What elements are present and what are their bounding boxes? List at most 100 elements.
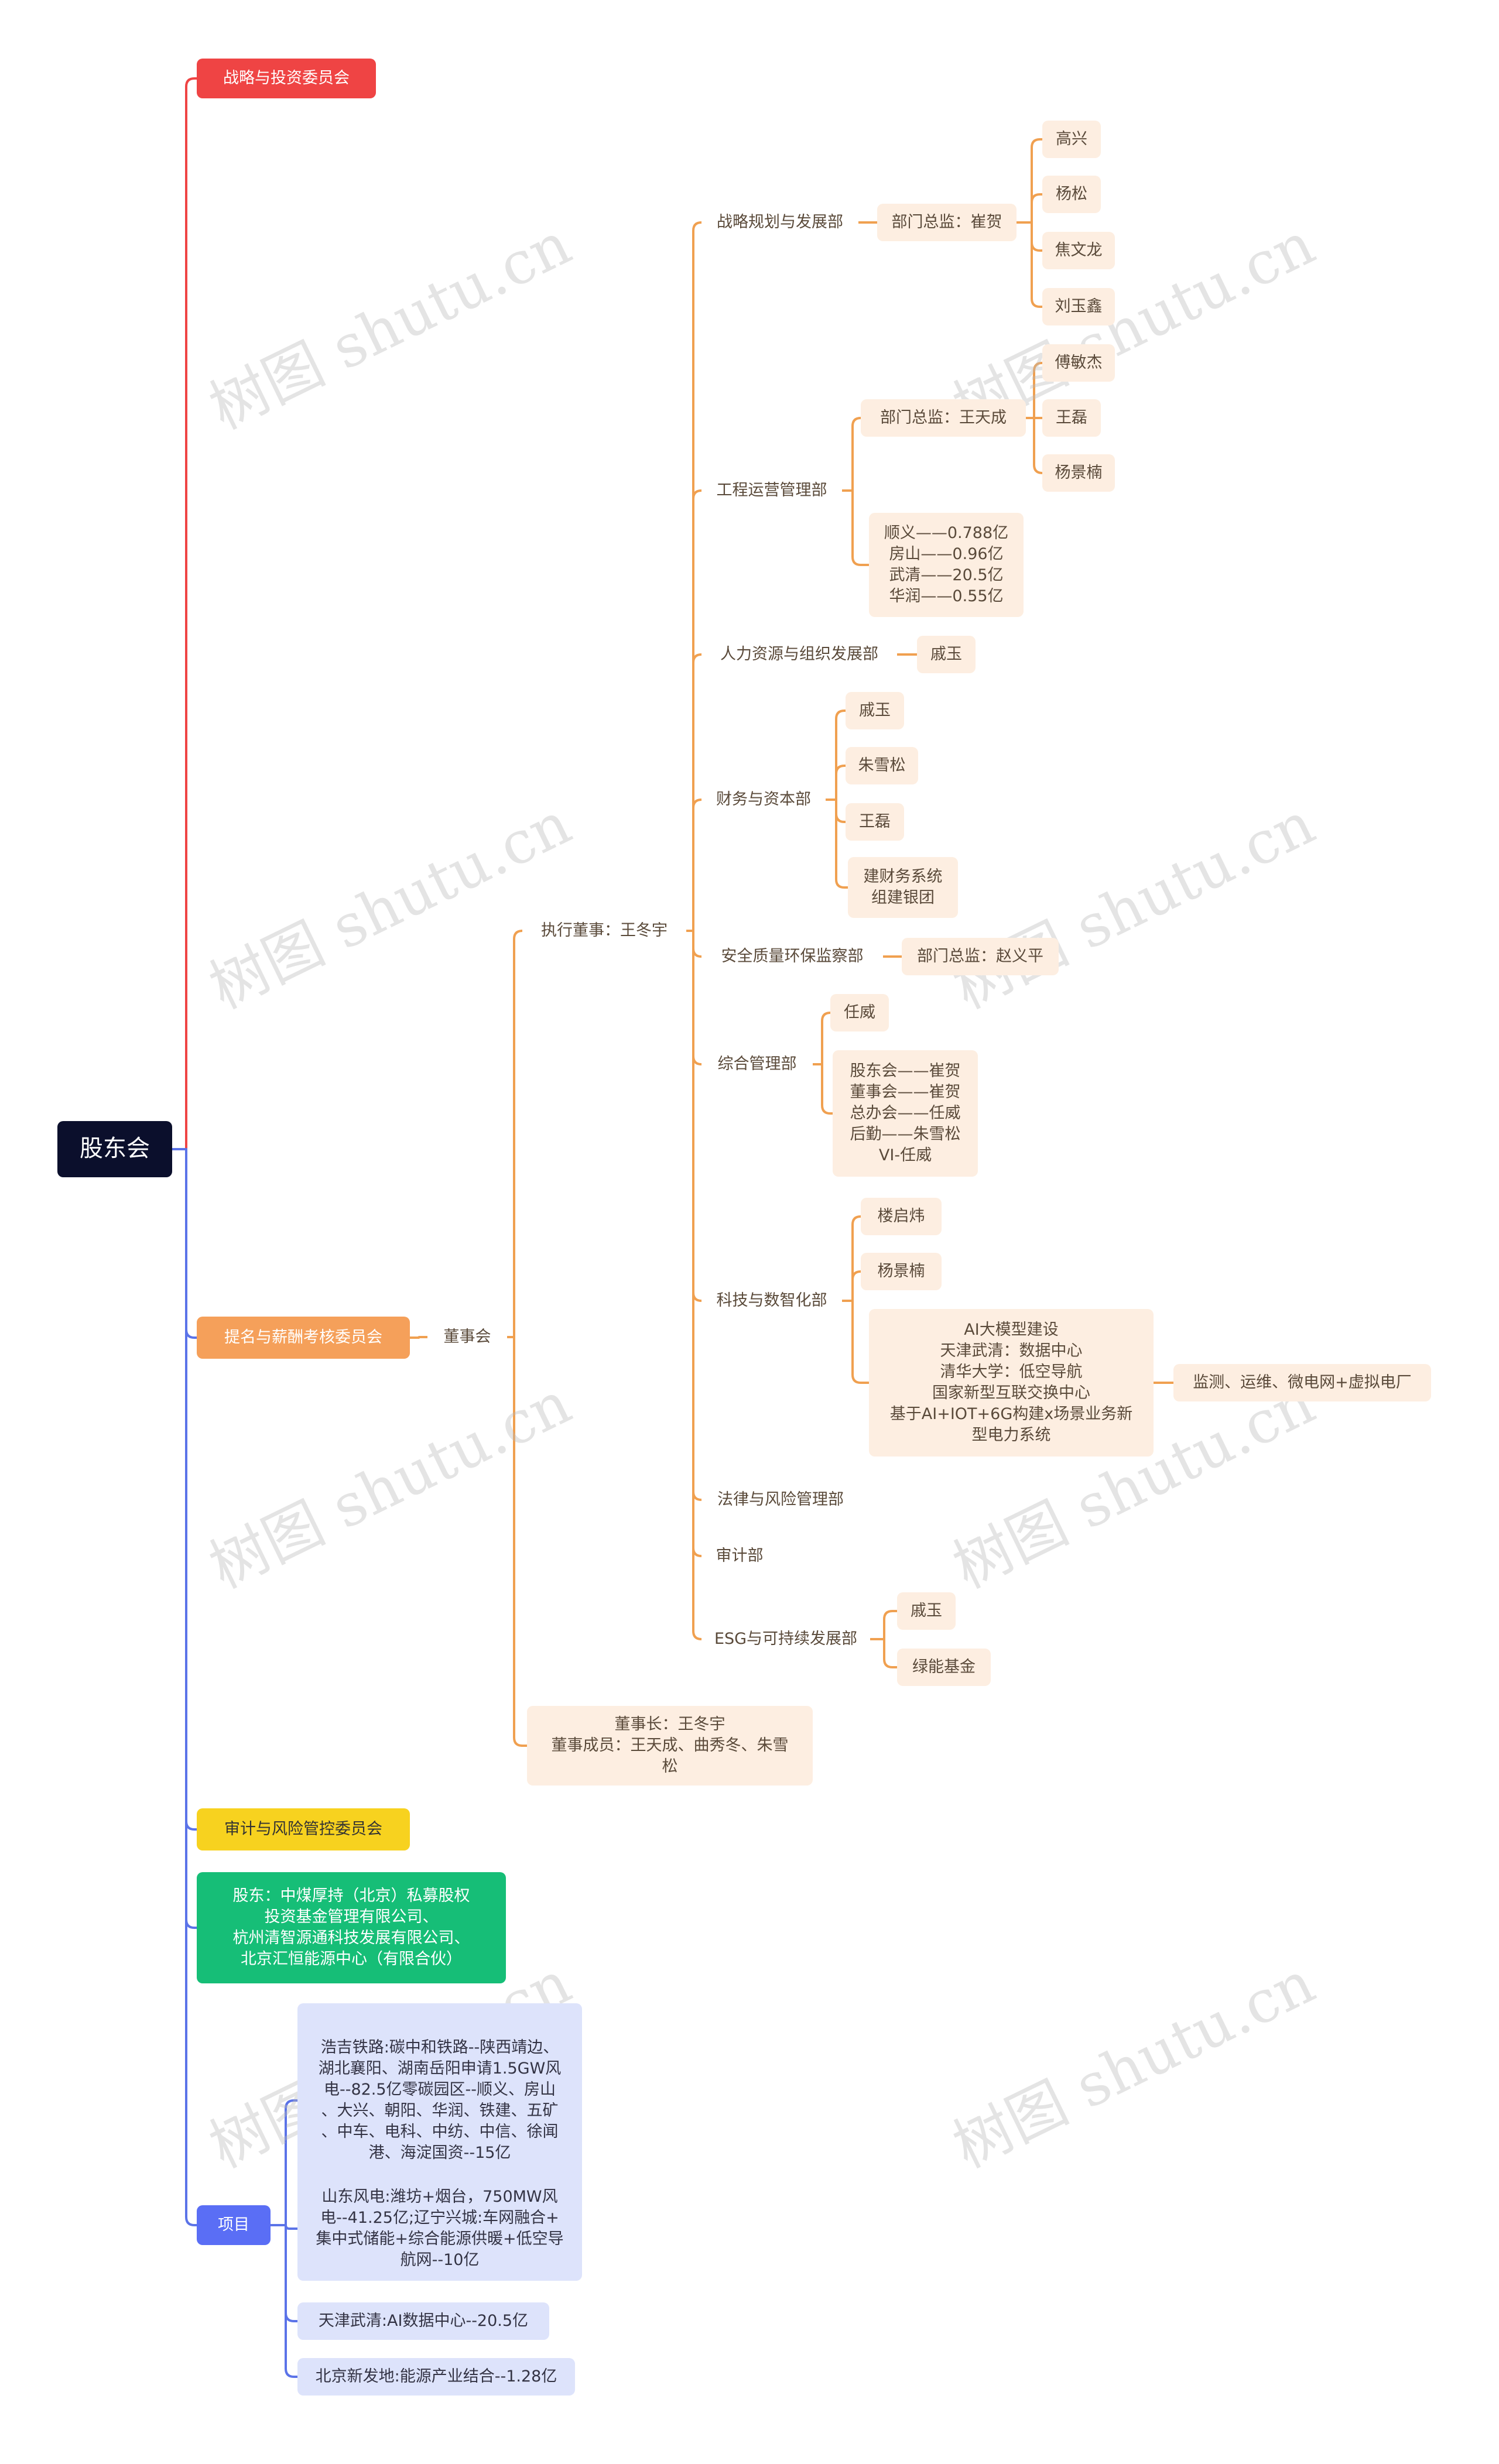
connector-branch <box>692 930 703 1501</box>
root-node-shareholders-meeting[interactable]: 股东会 <box>57 1121 172 1177</box>
project-line: 北京新发地:能源产业结合--1.28亿 <box>315 2367 557 2386</box>
engineering-project-list[interactable]: 顺义——0.788亿 房山——0.96亿 武清——20.5亿 华润——0.55亿 <box>869 513 1024 617</box>
general-role-list[interactable]: 股东会——崔贺 董事会——崔贺 总办会——任威 后勤——朱雪松 VI-任威 <box>833 1050 978 1177</box>
dept-legal-risk[interactable]: 法律与风险管理部 <box>701 1481 860 1519</box>
shareholders-line: 北京汇恒能源中心（有限合伙） <box>241 1949 462 1968</box>
dept-finance-capital[interactable]: 财务与资本部 <box>701 781 826 818</box>
tech-member[interactable]: 楼启炜 <box>861 1198 942 1235</box>
dept-technology-digital[interactable]: 科技与数智化部 <box>701 1282 842 1320</box>
projects-node[interactable]: 项目 <box>197 2205 271 2245</box>
dept-human-resources[interactable]: 人力资源与组织发展部 <box>701 636 897 673</box>
safety-dept-director[interactable]: 部门总监：赵义平 <box>902 938 1059 975</box>
project-line: 山东风电:潍坊+烟台，750MW风 <box>321 2188 558 2206</box>
shareholders-list[interactable]: 股东：中煤厚持（北京）私募股权 投资基金管理有限公司、 杭州清智源通科技发展有限… <box>197 1872 506 1983</box>
shareholders-line: 投资基金管理有限公司、 <box>264 1908 439 1927</box>
project-line: 天津武清:AI数据中心--20.5亿 <box>318 2312 529 2331</box>
tech-extra-topics[interactable]: 监测、运维、微电网+虚拟电厂 <box>1173 1364 1431 1401</box>
audit-risk-committee[interactable]: 审计与风险管控委员会 <box>197 1808 410 1850</box>
finance-member[interactable]: 朱雪松 <box>846 747 918 784</box>
dept-esg-sustainability[interactable]: ESG与可持续发展部 <box>701 1620 870 1658</box>
dept-engineering-operations[interactable]: 工程运营管理部 <box>701 472 842 509</box>
connector-branch <box>185 1148 198 1929</box>
general-role-line: VI-任威 <box>878 1146 932 1164</box>
shareholders-line: 杭州清智源通科技发展有限公司、 <box>232 1929 470 1947</box>
esg-item[interactable]: 戚玉 <box>897 1592 956 1630</box>
board-of-directors[interactable]: 董事会 <box>427 1318 507 1356</box>
general-role-line: 总办会——任威 <box>850 1104 961 1123</box>
engineering-member[interactable]: 傅敏杰 <box>1042 344 1115 382</box>
connector-branch <box>692 799 703 932</box>
general-member[interactable]: 任威 <box>830 994 889 1031</box>
strategy-dept-director[interactable]: 部门总监：崔贺 <box>877 204 1017 241</box>
executive-director[interactable]: 执行董事：王冬宇 <box>522 912 686 950</box>
finance-member[interactable]: 戚玉 <box>846 692 904 729</box>
strategy-member[interactable]: 高兴 <box>1042 121 1101 158</box>
strategy-member[interactable]: 刘玉鑫 <box>1042 288 1115 325</box>
connector-branch <box>821 1063 834 1115</box>
finance-task[interactable]: 建财务系统 组建银团 <box>848 857 958 918</box>
finance-task-line: 建财务系统 <box>863 868 943 886</box>
project-line: 电--41.25亿;辽宁兴城:车网融合+ <box>320 2209 559 2227</box>
dept-general-management[interactable]: 综合管理部 <box>701 1046 813 1083</box>
connector-branch <box>692 930 703 1557</box>
general-role-line: 股东会——崔贺 <box>850 1062 961 1081</box>
connector-branch <box>835 799 849 889</box>
tech-plan-line: AI大模型建设 <box>964 1321 1059 1339</box>
connector-branch <box>851 1270 862 1302</box>
tech-plan-list[interactable]: AI大模型建设 天津武清：数据中心 清华大学：低空导航 国家新型互联交换中心 基… <box>869 1309 1154 1457</box>
tech-member[interactable]: 杨景楠 <box>861 1253 942 1290</box>
project-line: 电--82.5亿零碳园区--顺义、房山 <box>323 2081 556 2099</box>
connector-branch <box>285 2224 299 2230</box>
connector-branch <box>1033 417 1043 474</box>
connector-branch <box>692 489 703 932</box>
connector-branch <box>185 1148 198 1831</box>
finance-task-line: 组建银团 <box>871 889 935 907</box>
tech-plan-line: 国家新型互联交换中心 <box>932 1384 1090 1402</box>
project-line: 集中式储能+综合能源供暖+低空导 <box>316 2230 564 2248</box>
engineering-member[interactable]: 王磊 <box>1042 399 1101 437</box>
tech-plan-line: 清华大学：低空导航 <box>940 1363 1083 1382</box>
finance-member[interactable]: 王磊 <box>846 803 904 841</box>
connector-branch <box>185 1148 198 2226</box>
connector-branch <box>692 930 703 1640</box>
engineering-dept-director[interactable]: 部门总监：王天成 <box>861 399 1026 437</box>
connector-branch <box>851 1215 862 1302</box>
connector-branch <box>692 653 703 932</box>
project-item[interactable]: 北京新发地:能源产业结合--1.28亿 <box>297 2358 575 2396</box>
dept-strategy-planning[interactable]: 战略规划与发展部 <box>701 204 858 241</box>
connector-branch <box>835 765 847 801</box>
strategy-member[interactable]: 杨松 <box>1042 176 1101 213</box>
board-chair-members[interactable]: 董事长：王冬宇 董事成员：王天成、曲秀冬、朱雪 松 <box>527 1706 813 1786</box>
dept-safety-quality-environment[interactable]: 安全质量环保监察部 <box>701 938 883 975</box>
esg-item[interactable]: 绿能基金 <box>897 1649 991 1686</box>
engineering-member[interactable]: 杨景楠 <box>1042 454 1115 492</box>
connector-branch <box>1033 362 1043 419</box>
project-line: 、大兴、朝阳、华润、铁建、五矿 <box>321 2102 559 2120</box>
connector-branch <box>692 221 703 932</box>
board-chair-line: 董事长：王冬宇 <box>614 1715 725 1734</box>
connector-branch <box>285 2099 299 2226</box>
project-line: 港、海淀国资--15亿 <box>368 2143 511 2162</box>
tech-plan-line: 基于AI+IOT+6G构建x场景业务新 <box>889 1404 1133 1423</box>
tech-plan-line: 型电力系统 <box>971 1425 1051 1444</box>
project-item[interactable]: 天津武清:AI数据中心--20.5亿 <box>297 2302 549 2340</box>
connector-branch <box>851 489 870 566</box>
strategy-member[interactable]: 焦文龙 <box>1042 232 1115 269</box>
project-item[interactable]: 山东风电:潍坊+烟台，750MW风 电--41.25亿;辽宁兴城:车网融合+ 集… <box>297 2177 582 2281</box>
strategy-investment-committee[interactable]: 战略与投资委员会 <box>197 59 376 98</box>
nomination-compensation-committee[interactable]: 提名与薪酬考核委员会 <box>197 1317 410 1359</box>
shareholders-line: 股东：中煤厚持（北京）私募股权 <box>232 1887 470 1906</box>
connector-branch <box>851 417 862 492</box>
general-role-line: 董事会——崔贺 <box>850 1083 961 1102</box>
dept-audit[interactable]: 审计部 <box>701 1537 778 1575</box>
engineering-project-line: 房山——0.96亿 <box>889 545 1004 564</box>
tech-plan-line: 天津武清：数据中心 <box>940 1342 1083 1360</box>
connector-branch <box>513 930 523 1338</box>
project-item[interactable]: 浩吉铁路:碳中和铁路--陕西靖边、 湖北襄阳、湖南岳阳申请1.5GW风 电--8… <box>297 2003 582 2198</box>
hr-member[interactable]: 戚玉 <box>917 636 976 673</box>
engineering-project-line: 武清——20.5亿 <box>889 566 1004 584</box>
project-line: 、中车、电科、中纺、中信、徐闻 <box>321 2122 559 2141</box>
general-role-line: 后勤——朱雪松 <box>850 1125 961 1143</box>
project-line: 航网--10亿 <box>400 2250 480 2269</box>
